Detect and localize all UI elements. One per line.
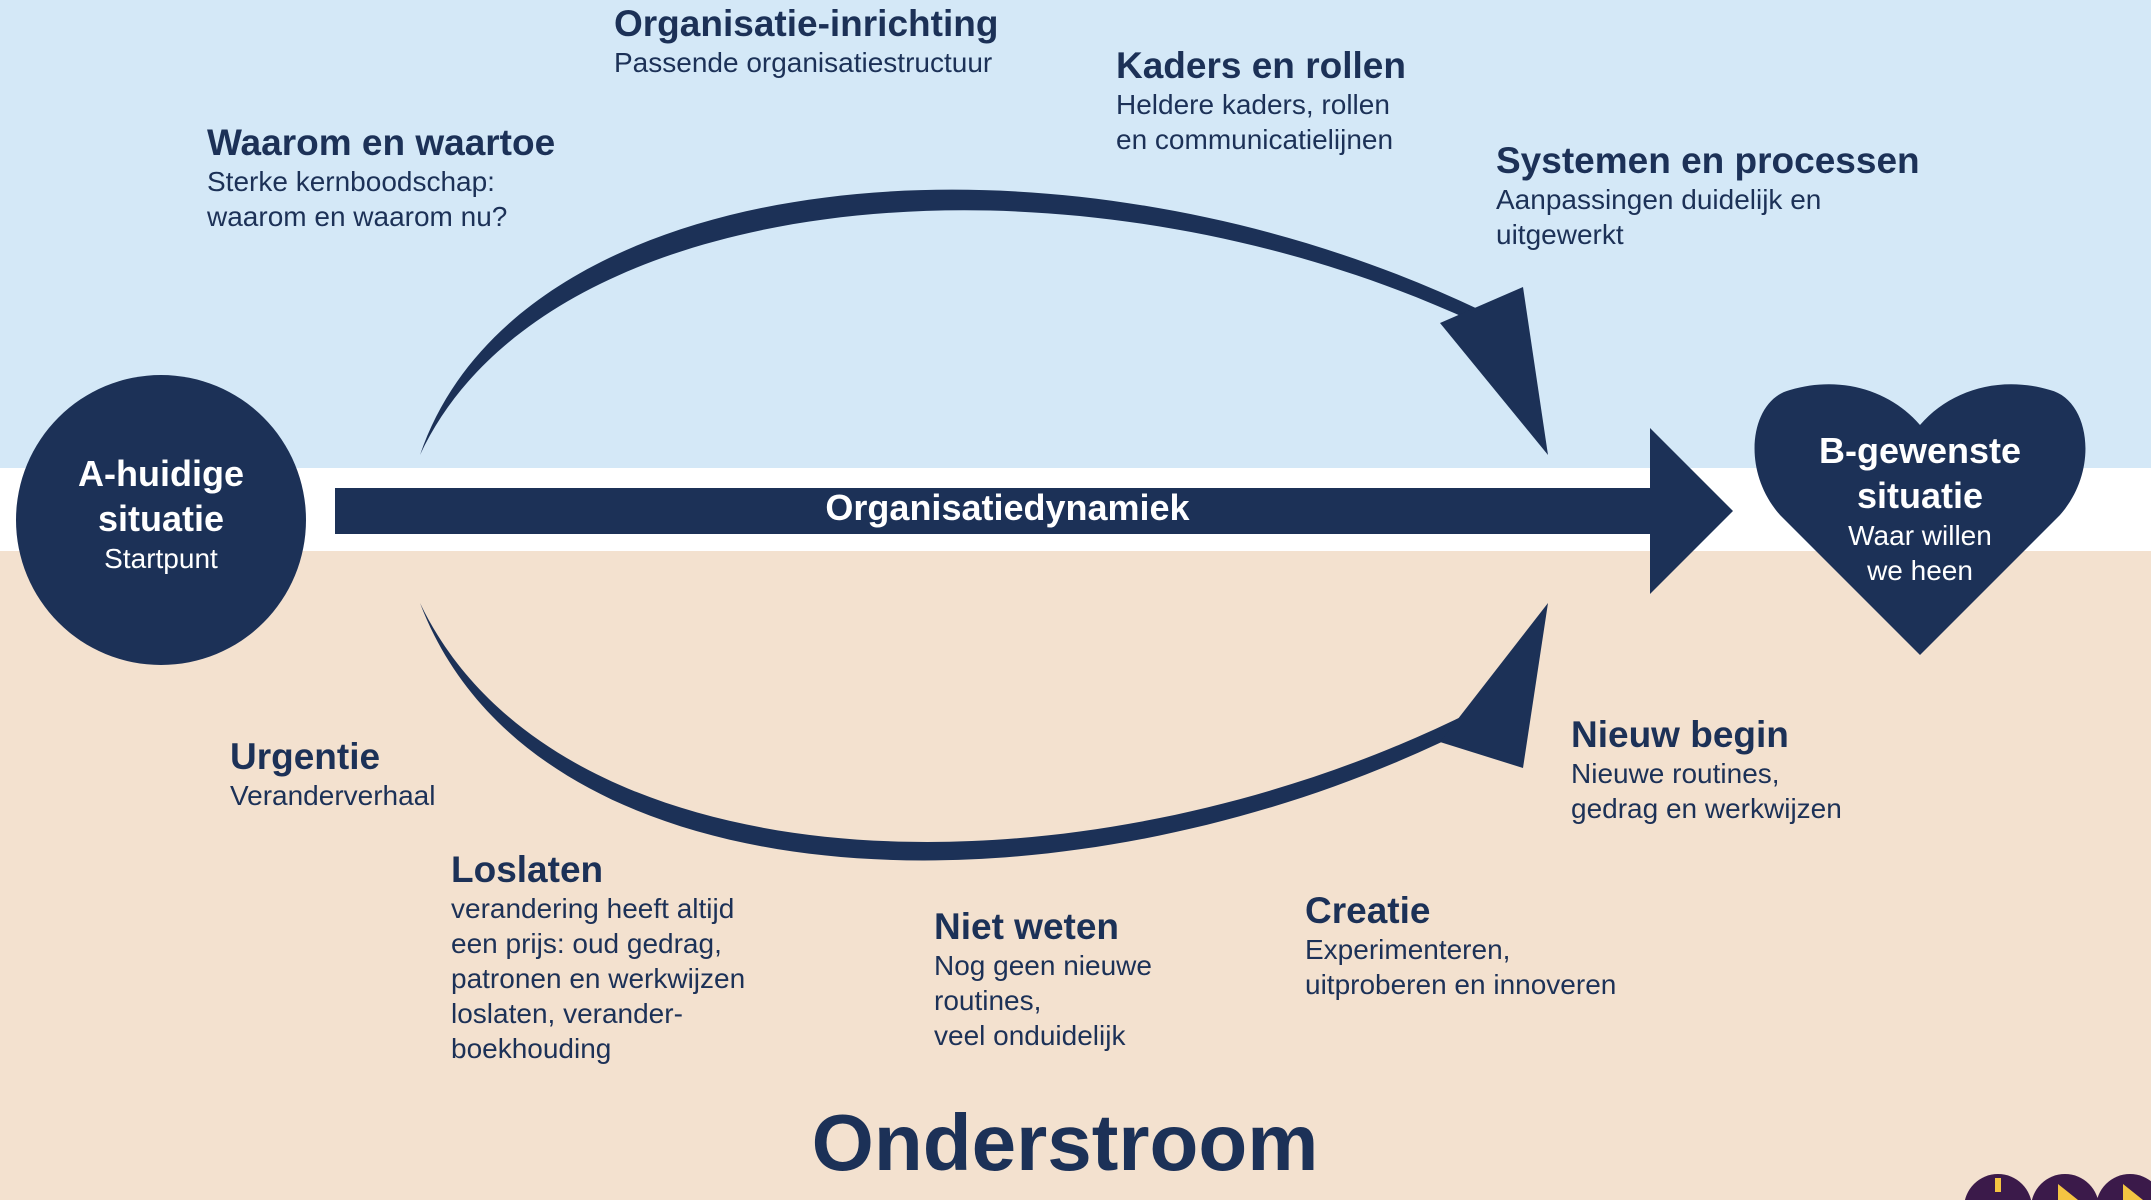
- upper-arc: [420, 189, 1480, 455]
- label-nieuw-begin: Nieuw begin Nieuwe routines, gedrag en w…: [1571, 714, 1842, 826]
- label-title: Kaders en rollen: [1116, 45, 1406, 86]
- end-node-title: B-gewenste situatie: [1818, 430, 2022, 516]
- end-node-sub: Waar willen we heen: [1848, 520, 1992, 586]
- main-arrow-shaft: [335, 488, 1655, 534]
- label-loslaten: Loslaten verandering heeft altijd een pr…: [451, 849, 745, 1066]
- start-node-title: A-huidige situatie: [78, 453, 244, 539]
- play-logo-icon: [2096, 1174, 2151, 1200]
- label-title: Nieuw begin: [1571, 714, 1789, 755]
- onderstroom-title: Onderstroom: [811, 1098, 1319, 1187]
- start-circle: [16, 375, 306, 665]
- upper-arrowhead: [1440, 287, 1548, 455]
- brand-logo: [1964, 1174, 2151, 1200]
- label-urgentie: Urgentie Veranderverhaal: [230, 736, 435, 813]
- play-logo-icon: [2031, 1174, 2099, 1200]
- label-creatie: Creatie Experimenteren, uitproberen en i…: [1305, 890, 1616, 1002]
- label-title: Waarom en waartoe: [207, 122, 556, 163]
- label-organisatie-inrichting: Organisatie-inrichting Passende organisa…: [614, 3, 998, 80]
- label-sub: Heldere kaders, rollen en communicatieli…: [1116, 89, 1394, 155]
- label-niet-weten: Niet weten Nog geen nieuwe routines, vee…: [934, 906, 1152, 1053]
- label-sub: Nieuwe routines, gedrag en werkwijzen: [1571, 758, 1842, 824]
- start-node-sub: Startpunt: [104, 543, 218, 574]
- label-systemen-en-processen: Systemen en processen Aanpassingen duide…: [1496, 140, 1920, 252]
- main-arrow-head: [1650, 428, 1733, 594]
- label-title: Creatie: [1305, 890, 1431, 931]
- label-sub: Veranderverhaal: [230, 780, 436, 811]
- label-sub: Sterke kernboodschap: waarom en waarom n…: [207, 166, 508, 232]
- label-title: Organisatie-inrichting: [614, 3, 999, 44]
- main-arrow-label: Organisatiedynamiek: [825, 487, 1190, 528]
- label-title: Niet weten: [934, 906, 1120, 947]
- label-title: Loslaten: [451, 849, 604, 890]
- onderstroom-band: [0, 551, 2151, 1200]
- circle-logo-icon: [1964, 1174, 2032, 1200]
- label-sub: Nog geen nieuwe routines, veel onduideli…: [934, 950, 1152, 1051]
- label-title: Systemen en processen: [1496, 140, 1920, 181]
- label-sub: Experimenteren, uitproberen en innoveren: [1305, 934, 1617, 1000]
- lower-arrowhead: [1440, 603, 1548, 768]
- label-sub: Aanpassingen duidelijk en uitgewerkt: [1496, 184, 1822, 250]
- end-heart: [1754, 384, 2086, 655]
- label-sub: Passende organisatiestructuur: [614, 47, 993, 78]
- end-node: B-gewenste situatie Waar willen we heen: [1765, 428, 2075, 588]
- label-sub: verandering heeft altijd een prijs: oud …: [451, 893, 746, 1064]
- lower-arc: [420, 603, 1480, 861]
- label-title: Urgentie: [230, 736, 381, 777]
- start-node: A-huidige situatie Startpunt: [16, 451, 306, 576]
- label-kaders-en-rollen: Kaders en rollen Heldere kaders, rollen …: [1116, 45, 1406, 157]
- label-waarom-en-waartoe: Waarom en waartoe Sterke kernboodschap: …: [207, 122, 555, 234]
